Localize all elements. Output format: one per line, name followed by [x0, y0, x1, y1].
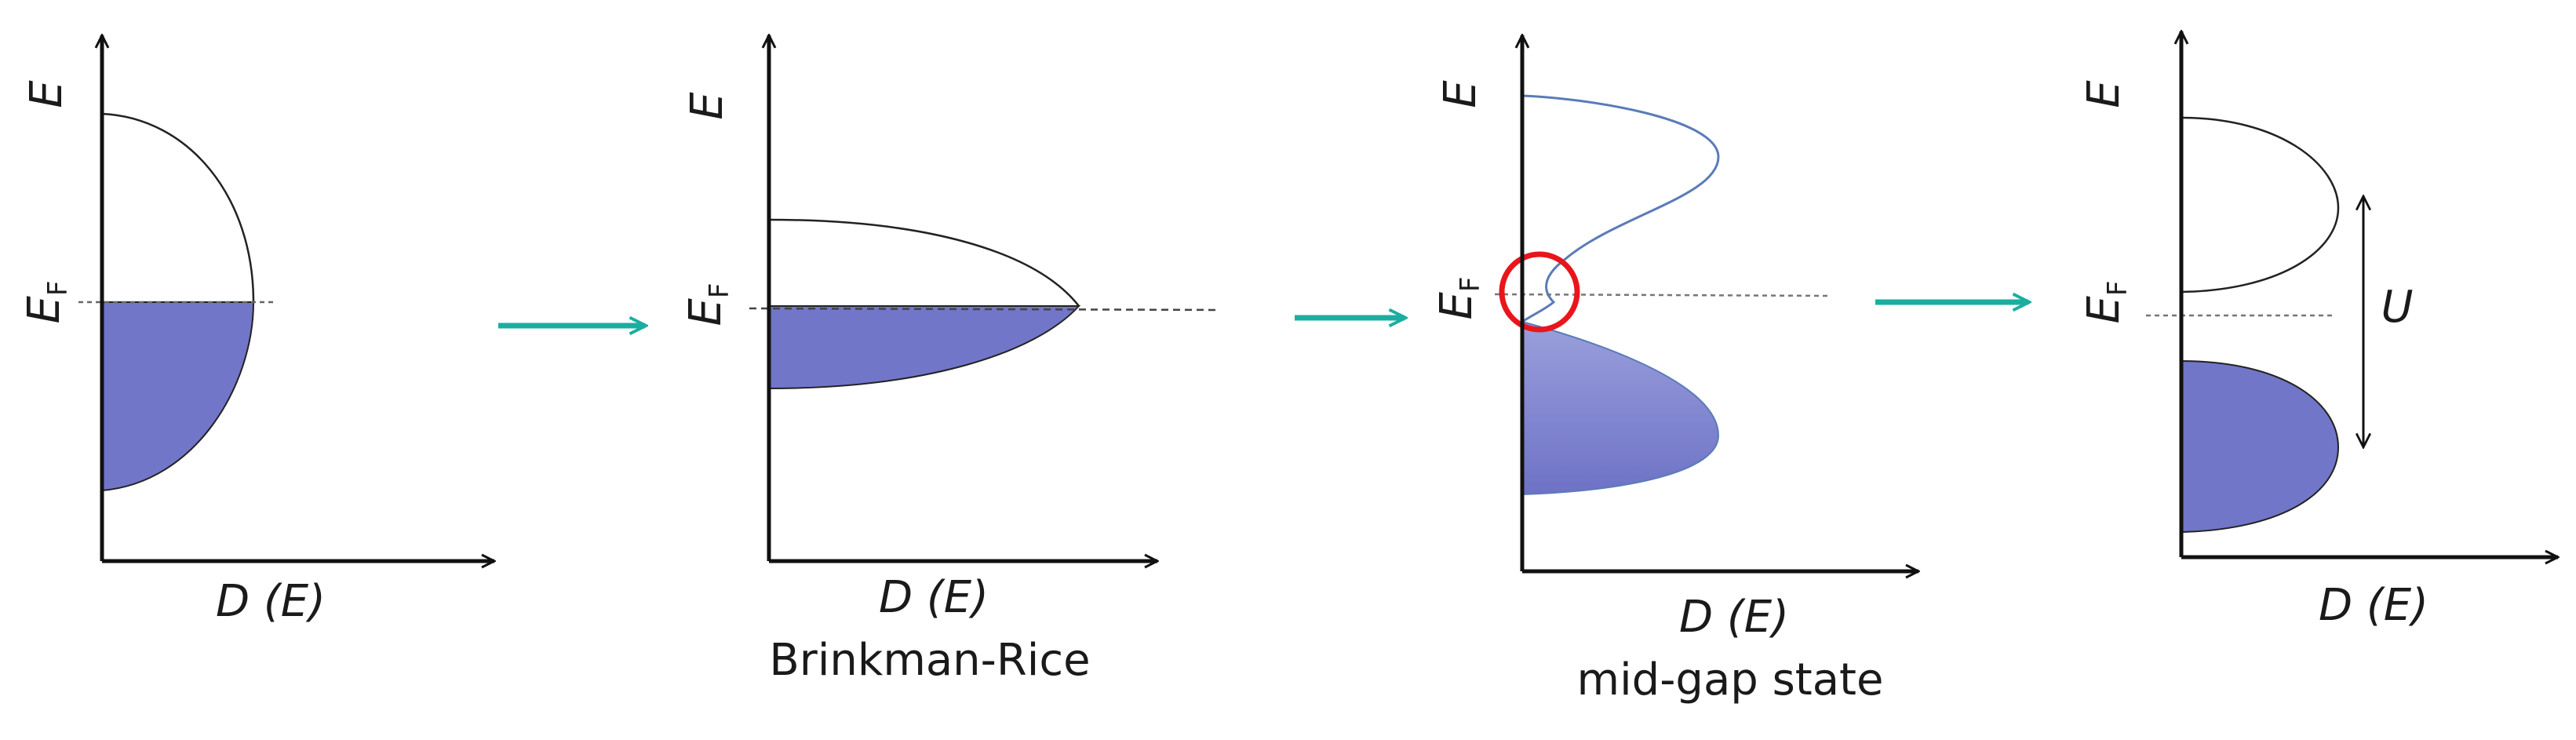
- svg-text:EF: EF: [1431, 277, 1486, 320]
- fermi-level-line: [749, 307, 1221, 312]
- fermi-level-line: [1494, 293, 1829, 297]
- svg-text:EF: EF: [680, 283, 735, 326]
- panel-caption: Brinkman-Rice: [769, 635, 1090, 686]
- hubbard-u-label: U: [2381, 282, 2414, 333]
- mid-gap-highlight-circle: [1499, 251, 1580, 333]
- svg-text:EF: EF: [19, 281, 74, 324]
- fermi-label: EF: [680, 283, 735, 326]
- x-axis-label: D (E): [879, 572, 989, 623]
- upper-band-empty: [2181, 116, 2340, 293]
- panel-metal: E EF D (E): [19, 35, 494, 627]
- empty-states-upper: [768, 218, 1080, 307]
- panel-brinkman-rice: E EF D (E) Brinkman-Rice: [680, 35, 1221, 686]
- filled-states-lower: [101, 301, 255, 492]
- y-axis-label: E: [21, 80, 72, 108]
- panel-mott-insulator: U E EF D (E): [2079, 31, 2558, 631]
- y-axis-label: E: [682, 92, 733, 120]
- x-axis-label: D (E): [2319, 580, 2428, 631]
- x-axis-label: D (E): [216, 576, 326, 627]
- filled-states-lower: [768, 305, 1081, 390]
- svg-text:EF: EF: [2079, 281, 2133, 324]
- lower-band-filled: [2181, 359, 2340, 534]
- lower-band-filled: [1521, 320, 1720, 496]
- fermi-label: EF: [1431, 277, 1486, 320]
- panel-caption: mid-gap state: [1577, 654, 1884, 705]
- fermi-label: EF: [2079, 281, 2133, 324]
- y-axis-label: E: [2079, 80, 2130, 108]
- upper-band-curve: [1521, 94, 1720, 323]
- y-axis-label: E: [1435, 80, 1486, 108]
- empty-states-upper: [101, 112, 255, 303]
- x-axis-label: D (E): [1679, 592, 1789, 643]
- panel-mid-gap: E EF D (E) mid-gap state: [1431, 35, 1918, 705]
- fermi-label: EF: [19, 281, 74, 324]
